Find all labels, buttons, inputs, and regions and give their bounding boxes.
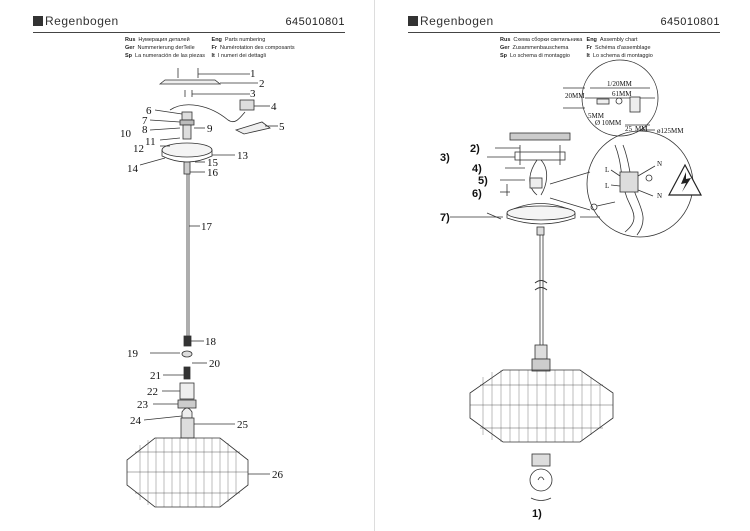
- header-rule: [33, 32, 345, 33]
- part-label: 20: [209, 358, 221, 370]
- page-divider: [374, 0, 375, 531]
- product-code: 645010801: [660, 16, 720, 28]
- dimension-label: MM: [635, 125, 648, 133]
- part-label: 26: [272, 469, 284, 481]
- logo-mark-icon: [33, 16, 43, 26]
- wire-label: L: [605, 166, 609, 174]
- step-label: 3): [440, 152, 450, 164]
- part-label: 7: [142, 115, 148, 127]
- part-label: 25: [237, 419, 249, 431]
- part-label: 3: [250, 88, 256, 100]
- brand-logo: Regenbogen: [33, 14, 119, 28]
- part-label: 1: [250, 68, 256, 80]
- dimension-label: 5MM: [588, 112, 605, 120]
- part-label: 15: [207, 157, 219, 169]
- step-label: 7): [440, 212, 450, 224]
- assembly-diagram: 1/20MM 61MM 20MM 5MM Ø 10MM 25 MM ø125MM…: [440, 59, 702, 520]
- step-label: 1): [532, 508, 542, 520]
- part-label: 2: [259, 78, 265, 90]
- wire-label: N: [657, 160, 662, 168]
- part-label: 13: [237, 150, 249, 162]
- dimension-label: Ø 10MM: [595, 119, 622, 127]
- dimension-label: 61MM: [612, 90, 632, 98]
- part-label: 19: [127, 348, 139, 360]
- part-label: 9: [207, 123, 213, 135]
- part-label: 17: [201, 221, 213, 233]
- wire-label: L: [605, 182, 609, 190]
- step-label: 4): [472, 163, 482, 175]
- part-label: 4: [271, 101, 277, 113]
- dimension-label: ø125MM: [657, 127, 684, 135]
- wire-label: N: [657, 192, 662, 200]
- part-label: 18: [205, 336, 217, 348]
- part-label: 6: [146, 105, 152, 117]
- product-code: 645010801: [285, 16, 345, 28]
- part-label: 23: [137, 399, 149, 411]
- step-label: 2): [470, 143, 480, 155]
- dimension-label: 1/20MM: [607, 80, 633, 88]
- part-label: 12: [133, 143, 144, 155]
- header-rule: [408, 32, 720, 33]
- part-label: 16: [207, 167, 219, 179]
- part-label: 8: [142, 124, 148, 136]
- part-label: 21: [150, 370, 161, 382]
- step-label: 6): [472, 188, 482, 200]
- part-label: 10: [120, 128, 132, 140]
- part-label: 11: [145, 136, 156, 148]
- part-label: 5: [279, 121, 285, 133]
- parts-diagram: 1 2 3 4 5 6 7 8 9 10 11 12 13 14 15 16 1…: [120, 68, 285, 508]
- step-label: 5): [478, 175, 488, 187]
- brand-logo: Regenbogen: [408, 14, 494, 28]
- part-label: 22: [147, 386, 158, 398]
- logo-mark-icon: [408, 16, 418, 26]
- part-label: 24: [130, 415, 142, 427]
- dimension-label: 25: [625, 125, 633, 133]
- part-label: 14: [127, 163, 139, 175]
- dimension-label: 20MM: [565, 92, 585, 100]
